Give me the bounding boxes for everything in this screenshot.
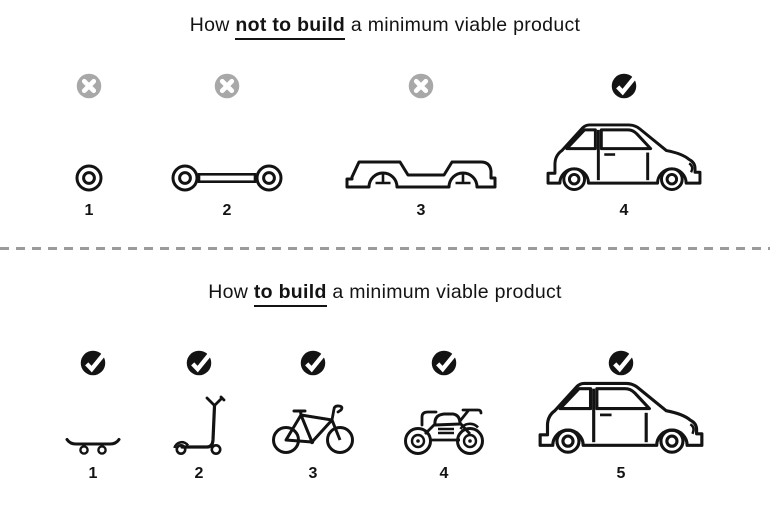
check-icon [431, 350, 457, 376]
title-emphasis: to build [253, 281, 327, 307]
step-number: 1 [84, 202, 94, 219]
title-prefix: How [208, 281, 254, 303]
cross-icon [76, 73, 102, 99]
scooter-icon [173, 395, 226, 455]
step-number: 3 [416, 202, 426, 219]
title-suffix: a minimum viable product [345, 14, 581, 36]
car-chassis-icon [345, 160, 497, 189]
cross-icon [408, 73, 434, 99]
car-icon [546, 123, 702, 192]
wheel-icon [75, 164, 103, 192]
step-number: 5 [616, 465, 626, 482]
bottom-step-2: 2 [139, 349, 259, 483]
step-number: 4 [439, 465, 449, 482]
motorcycle-icon [404, 408, 484, 455]
bottom-step-4: 4 [384, 349, 504, 483]
check-icon [80, 350, 106, 376]
bottom-step-5: 5 [531, 349, 711, 483]
check-icon [300, 350, 326, 376]
axle-wheels-icon [171, 164, 283, 192]
skateboard-icon [65, 438, 121, 455]
top-step-2: 2 [167, 72, 287, 220]
bottom-section-title: How to build a minimum viable product [0, 281, 770, 307]
step-number: 4 [619, 202, 629, 219]
step-number: 2 [194, 465, 204, 482]
dashed-divider [0, 247, 770, 250]
bottom-step-1: 1 [33, 349, 153, 483]
title-emphasis: not to build [235, 14, 346, 40]
top-section-title: How not to build a minimum viable produc… [0, 14, 770, 40]
step-number: 2 [222, 202, 232, 219]
bicycle-icon [272, 404, 354, 454]
top-step-4: 4 [539, 72, 709, 220]
check-icon [608, 350, 634, 376]
check-icon [611, 73, 637, 99]
title-suffix: a minimum viable product [326, 281, 562, 303]
step-number: 1 [88, 465, 98, 482]
car-icon [538, 381, 704, 454]
cross-icon [214, 73, 240, 99]
bottom-step-3: 3 [253, 349, 373, 483]
top-step-1: 1 [29, 72, 149, 220]
step-number: 3 [308, 465, 318, 482]
top-step-3: 3 [336, 72, 506, 220]
title-prefix: How [189, 14, 236, 36]
check-icon [186, 350, 212, 376]
